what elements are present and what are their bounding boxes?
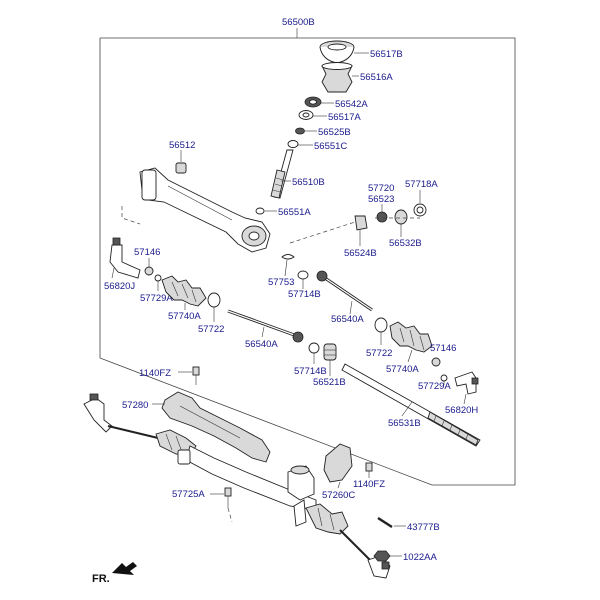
part-56531B[interactable] (341, 363, 481, 447)
part-57146-left[interactable] (144, 266, 154, 276)
part-56532B[interactable] (394, 209, 408, 225)
label-56517A[interactable]: 56517A (328, 112, 361, 123)
label-57753[interactable]: 57753 (268, 277, 294, 288)
label-56542A[interactable]: 56542A (335, 99, 368, 110)
part-57720[interactable] (376, 211, 388, 223)
part-57725A[interactable] (224, 487, 232, 508)
assembled-gear-housing[interactable] (155, 429, 391, 579)
label-56517B-top[interactable]: 56517B (370, 49, 403, 60)
label-56820H[interactable]: 56820H (445, 405, 478, 416)
part-56820H[interactable] (454, 371, 479, 395)
label-1140FZ-left[interactable]: 1140FZ (139, 368, 171, 379)
label-57729A-right[interactable]: 57729A (418, 381, 451, 392)
label-57720[interactable]: 57720 (368, 183, 394, 194)
label-56512[interactable]: 56512 (169, 140, 195, 151)
label-56500B[interactable]: 56500B (282, 17, 315, 28)
part-57718A[interactable] (413, 203, 427, 217)
label-56516A[interactable]: 56516A (360, 72, 393, 83)
label-57146-right[interactable]: 57146 (430, 343, 456, 354)
label-57718A[interactable]: 57718A (405, 179, 438, 190)
part-56524B[interactable] (354, 215, 368, 231)
gear-housing-upper[interactable] (139, 167, 271, 253)
part-1140FZ-left[interactable] (192, 366, 200, 385)
label-43777B[interactable]: 43777B (407, 522, 440, 533)
part-43777B[interactable] (377, 516, 393, 529)
part-56525B[interactable] (295, 127, 305, 135)
label-56540A-left[interactable]: 56540A (245, 339, 278, 350)
part-57740A-right[interactable] (389, 321, 433, 353)
label-57722-left[interactable]: 57722 (198, 324, 224, 335)
part-57714B-lower[interactable] (308, 342, 320, 354)
part-57722-left[interactable] (207, 292, 221, 308)
part-56510B[interactable] (270, 149, 294, 199)
part-56540A-left[interactable] (227, 309, 304, 343)
label-56551A[interactable]: 56551A (278, 207, 311, 218)
label-56532B[interactable]: 56532B (389, 238, 422, 249)
part-1022AA[interactable] (373, 550, 391, 562)
part-57729A-left[interactable] (154, 274, 162, 282)
label-56531B[interactable]: 56531B (388, 418, 421, 429)
part-56542A[interactable] (304, 96, 322, 108)
label-56820J[interactable]: 56820J (104, 281, 135, 292)
part-56517A[interactable] (298, 110, 314, 120)
part-56517B-top[interactable] (319, 40, 355, 64)
part-56551C[interactable] (287, 140, 299, 148)
front-direction-arrow-icon (112, 562, 137, 575)
label-57740A-right[interactable]: 57740A (386, 364, 419, 375)
label-56540A-right[interactable]: 56540A (331, 314, 364, 325)
part-56516A[interactable] (321, 62, 353, 93)
part-56540A-right[interactable] (316, 270, 373, 312)
part-57280[interactable] (161, 391, 271, 463)
part-57714B-upper[interactable] (297, 270, 309, 280)
part-57740A-left[interactable] (161, 275, 207, 307)
part-1140FZ-right[interactable] (365, 462, 373, 478)
label-57740A-left[interactable]: 57740A (168, 311, 201, 322)
label-57146-left[interactable]: 57146 (134, 247, 160, 258)
label-57722-right[interactable]: 57722 (366, 348, 392, 359)
part-56820J[interactable] (109, 237, 141, 279)
part-56551A[interactable] (255, 207, 265, 215)
label-57714B-lower[interactable]: 57714B (294, 366, 327, 377)
assembly-frame (99, 37, 516, 486)
label-56523[interactable]: 56523 (368, 194, 394, 205)
part-57146-right[interactable] (431, 357, 441, 367)
part-57753[interactable] (281, 254, 295, 260)
part-57722-right[interactable] (374, 317, 388, 333)
label-1140FZ-right[interactable]: 1140FZ (353, 479, 385, 490)
label-1022AA[interactable]: 1022AA (403, 552, 437, 563)
label-56521B[interactable]: 56521B (313, 377, 346, 388)
label-56524B[interactable]: 56524B (344, 248, 377, 259)
front-direction-label: FR. (92, 573, 110, 585)
label-57725A[interactable]: 57725A (172, 489, 205, 500)
label-57714B-upper[interactable]: 57714B (288, 289, 321, 300)
part-56512[interactable] (175, 162, 187, 174)
label-56525B[interactable]: 56525B (318, 127, 351, 138)
label-57729A-left[interactable]: 57729A (140, 293, 173, 304)
label-56510B[interactable]: 56510B (292, 177, 325, 188)
label-57260C[interactable]: 57260C (322, 490, 355, 501)
assembled-left-tie-rod-end[interactable] (83, 393, 159, 439)
label-56551C[interactable]: 56551C (314, 141, 347, 152)
label-57280[interactable]: 57280 (122, 400, 148, 411)
part-56521B[interactable] (323, 343, 337, 361)
part-57260C[interactable] (323, 443, 353, 483)
